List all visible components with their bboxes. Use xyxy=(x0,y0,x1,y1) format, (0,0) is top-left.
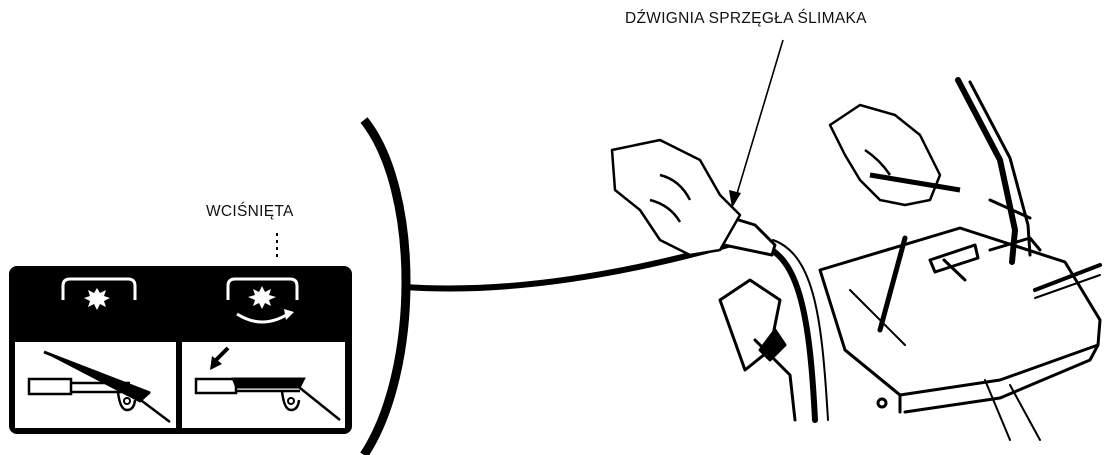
leader-arrow xyxy=(729,40,783,208)
magnifier-arc xyxy=(364,120,406,455)
auger-clutch-lever-label: DŹWIGNIA SPRZĘGŁA ŚLIMAKA xyxy=(625,10,867,28)
pressed-label: WCIŚNIĘTA xyxy=(206,203,294,221)
gloved-hand-icon xyxy=(612,105,960,255)
control-decal xyxy=(9,266,352,434)
pressed-indicator-dots xyxy=(276,233,278,257)
